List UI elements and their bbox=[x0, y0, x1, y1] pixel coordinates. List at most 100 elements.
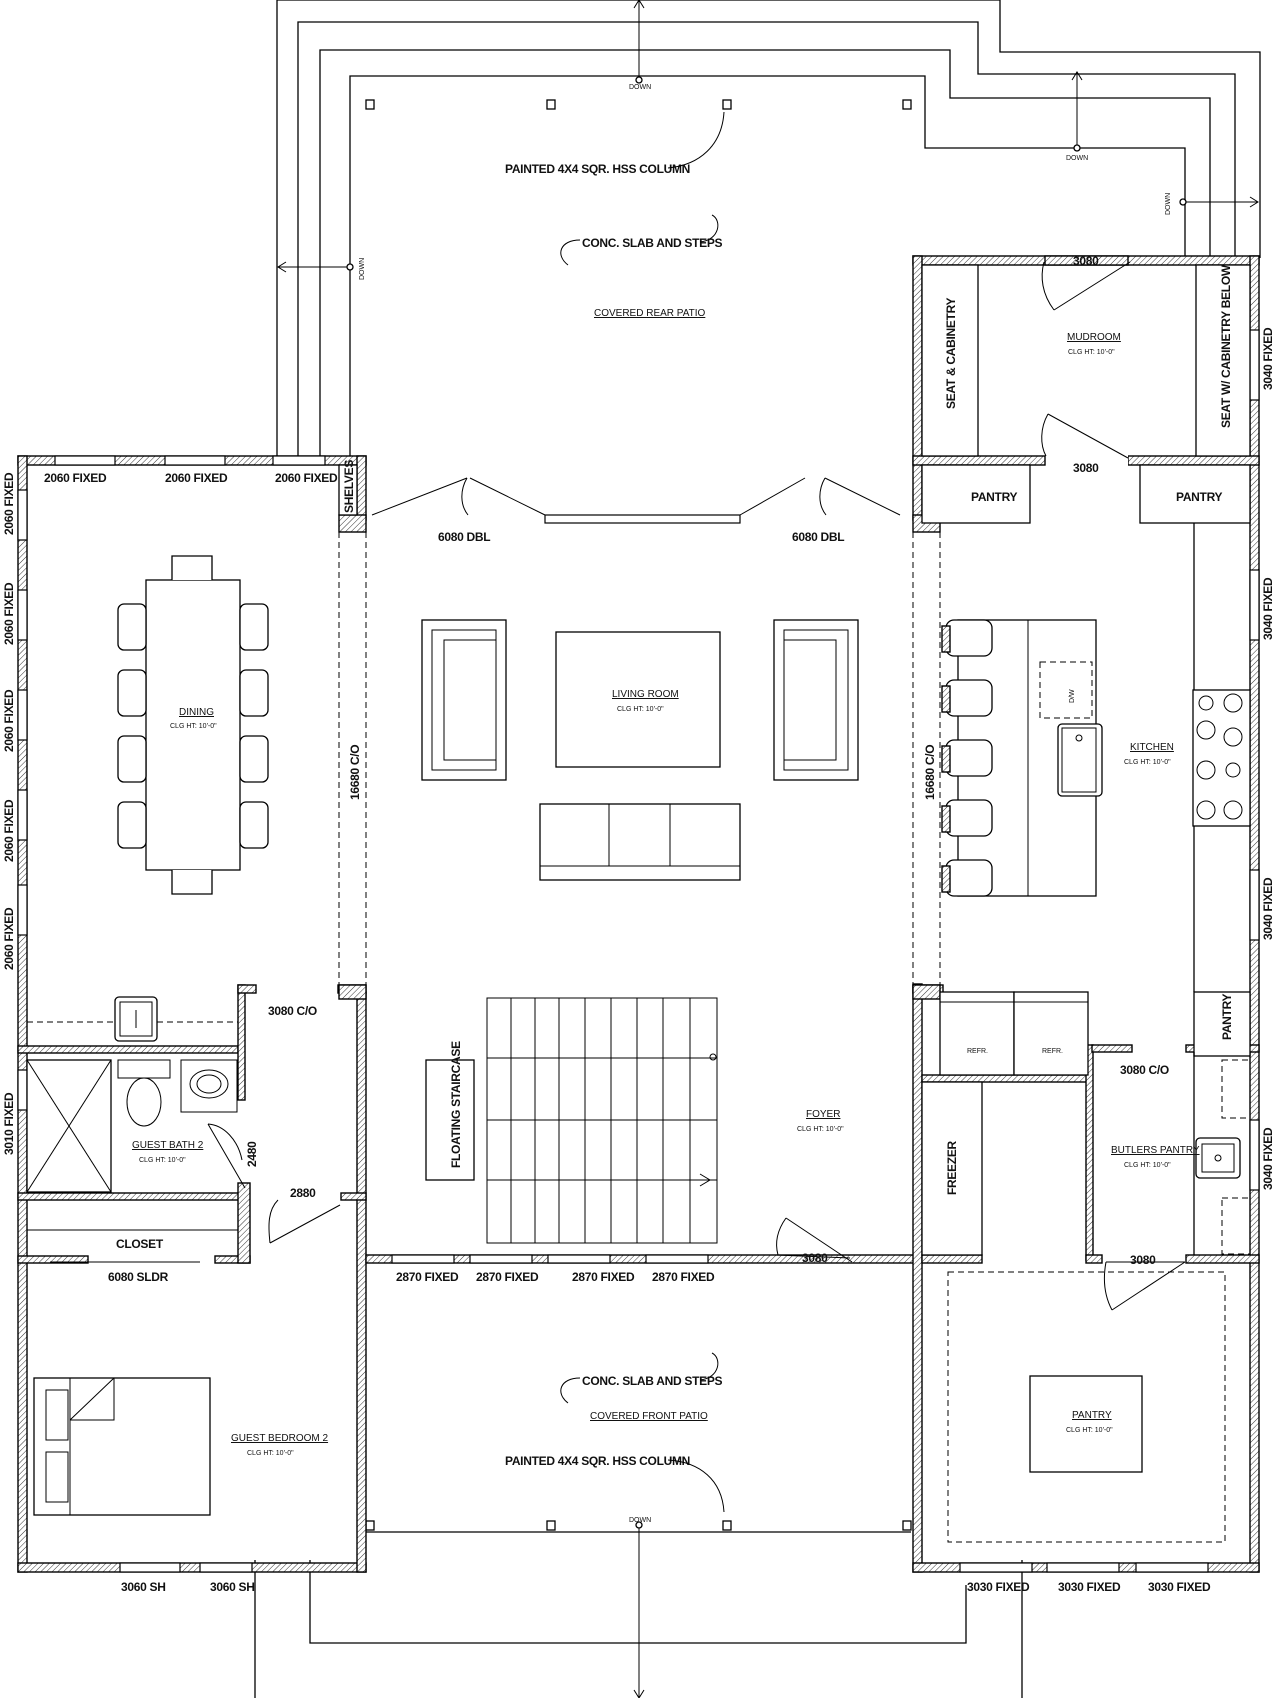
dim-front-window-4: 2870 FIXED bbox=[652, 1270, 715, 1284]
svg-text:DOWN: DOWN bbox=[1066, 155, 1088, 162]
room-butlers-pantry: BUTLERS PANTRY bbox=[1111, 1145, 1200, 1156]
front-door-swing bbox=[776, 1217, 787, 1256]
dim-bedroom-door: 2880 bbox=[290, 1186, 316, 1200]
closet-label: CLOSET bbox=[116, 1237, 164, 1251]
window-row-dining-top bbox=[54, 455, 326, 466]
freezer-label: FREEZER bbox=[945, 1140, 959, 1195]
dim-left-window-4: 2060 FIXED bbox=[2, 799, 16, 862]
slab-leader-rear-l bbox=[560, 239, 581, 266]
dim-front-window-3: 2870 FIXED bbox=[572, 1270, 635, 1284]
dim-pantry-window-1: 3030 FIXED bbox=[967, 1580, 1030, 1594]
refrigerators bbox=[939, 991, 1089, 1076]
dim-mudroom-door-top: 3080 bbox=[1073, 254, 1099, 268]
butlers-door-leaf bbox=[1111, 1261, 1186, 1311]
dim-window-kitchen-2: 3040 FIXED bbox=[1261, 877, 1275, 940]
pantry-dashed-shelf bbox=[947, 1271, 1226, 1543]
dim-cased-right: 16680 C/O bbox=[923, 745, 937, 800]
svg-text:DOWN: DOWN bbox=[1165, 193, 1172, 215]
dim-left-window-6: 3010 FIXED bbox=[2, 1092, 16, 1155]
staircase-label: FLOATING STAIRCASE bbox=[449, 1041, 463, 1168]
guest-bath-fixtures bbox=[26, 996, 341, 1244]
room-guest-bath: GUEST BATH 2 bbox=[132, 1140, 204, 1151]
dim-front-window-2: 2870 FIXED bbox=[476, 1270, 539, 1284]
dim-bath-door: 2480 bbox=[245, 1141, 259, 1167]
svg-text:DOWN: DOWN bbox=[629, 1517, 651, 1524]
dim-dining-window-3: 2060 FIXED bbox=[275, 471, 338, 485]
front-steps bbox=[254, 1560, 1023, 1698]
down-arrow-rear-east: DOWN bbox=[1165, 193, 1259, 215]
dim-cased-left: 16680 C/O bbox=[348, 745, 362, 800]
interior-walls bbox=[17, 455, 1260, 1264]
window-row-left bbox=[17, 489, 28, 1111]
dim-bedroom-window-2: 3060 SH bbox=[210, 1580, 255, 1594]
dim-pantry-window-3: 3030 FIXED bbox=[1148, 1580, 1211, 1594]
dim-left-window-5: 2060 FIXED bbox=[2, 907, 16, 970]
svg-text:DOWN: DOWN bbox=[629, 84, 651, 91]
down-arrow-rear-west: DOWN bbox=[277, 258, 366, 280]
butlers-pantry-fixtures bbox=[921, 1059, 1251, 1256]
room-dining: DINING bbox=[179, 707, 214, 718]
window-row-bottom bbox=[119, 1562, 1209, 1573]
refr-label-1: REFR. bbox=[967, 1048, 988, 1055]
dim-left-window-2: 2060 FIXED bbox=[2, 582, 16, 645]
pantry-island bbox=[1029, 1375, 1143, 1473]
refr-label-2: REFR. bbox=[1042, 1048, 1063, 1055]
guest-bed bbox=[33, 1377, 211, 1516]
room-mudroom: MUDROOM bbox=[1067, 332, 1121, 343]
foyer-clg: CLG HT: 10'-0" bbox=[797, 1126, 844, 1133]
butlers-door-swing bbox=[1103, 1261, 1113, 1311]
kitchen-island bbox=[941, 619, 1103, 897]
shelves-box bbox=[338, 464, 358, 516]
slab-note-rear: CONC. SLAB AND STEPS bbox=[582, 236, 723, 250]
rear-columns bbox=[365, 99, 912, 110]
slab-leader-front-l bbox=[560, 1377, 581, 1404]
column-note-rear: PAINTED 4X4 SQR. HSS COLUMN bbox=[505, 162, 690, 176]
room-foyer: FOYER bbox=[806, 1109, 840, 1120]
guest-bedroom-clg: CLG HT: 10'-0" bbox=[247, 1450, 294, 1457]
dining-clg: CLG HT: 10'-0" bbox=[170, 723, 217, 730]
guest-bath-clg: CLG HT: 10'-0" bbox=[139, 1157, 186, 1164]
room-guest-bedroom: GUEST BEDROOM 2 bbox=[231, 1433, 328, 1444]
room-living: LIVING ROOM bbox=[612, 689, 679, 700]
dim-bath-co: 3080 C/O bbox=[268, 1004, 317, 1018]
dim-closet-slider: 6080 SLDR bbox=[108, 1270, 169, 1284]
dining-table bbox=[117, 555, 269, 895]
dim-window-kitchen-1: 3040 FIXED bbox=[1261, 577, 1275, 640]
dim-dining-window-2: 2060 FIXED bbox=[165, 471, 228, 485]
dim-window-butlers: 3040 FIXED bbox=[1261, 1127, 1275, 1190]
dim-butlers-co: 3080 C/O bbox=[1120, 1063, 1169, 1077]
dim-6080-right: 6080 DBL bbox=[792, 530, 844, 544]
room-covered-rear-patio: COVERED REAR PATIO bbox=[594, 308, 706, 319]
dim-left-window-1: 2060 FIXED bbox=[2, 472, 16, 535]
butlers-clg: CLG HT: 10'-0" bbox=[1124, 1162, 1171, 1169]
column-leader-front bbox=[667, 1459, 725, 1513]
dishwasher-label: D/W bbox=[1069, 689, 1076, 703]
seat-below-label: SEAT W/ CABINETRY BELOW bbox=[1219, 264, 1233, 428]
dim-front-door: 3080 bbox=[802, 1251, 828, 1265]
dim-window-mudroom: 3040 FIXED bbox=[1261, 327, 1275, 390]
rear-steps bbox=[276, 0, 1261, 460]
dim-front-window-1: 2870 FIXED bbox=[396, 1270, 459, 1284]
dim-left-window-3: 2060 FIXED bbox=[2, 689, 16, 752]
room-kitchen: KITCHEN bbox=[1130, 742, 1174, 753]
front-door-opening bbox=[775, 1254, 851, 1259]
staircase bbox=[425, 997, 718, 1244]
window-row-front bbox=[391, 1254, 709, 1264]
pantry-label-left: PANTRY bbox=[971, 490, 1017, 504]
kitchen-clg: CLG HT: 10'-0" bbox=[1124, 759, 1171, 766]
svg-text:DOWN: DOWN bbox=[359, 258, 366, 280]
pantry-label-right: PANTRY bbox=[1176, 490, 1222, 504]
living-furniture bbox=[421, 619, 859, 881]
shelves-label: SHELVES bbox=[342, 460, 356, 513]
mudroom-furniture bbox=[921, 255, 1251, 1255]
living-rear-wall bbox=[371, 477, 901, 524]
room-covered-front-patio: COVERED FRONT PATIO bbox=[590, 1411, 708, 1422]
seat-cabinetry-label: SEAT & CABINETRY bbox=[944, 297, 958, 409]
dim-butlers-door: 3080 bbox=[1130, 1253, 1156, 1267]
pantry-clg: CLG HT: 10'-0" bbox=[1066, 1427, 1113, 1434]
dim-pantry-window-2: 3030 FIXED bbox=[1058, 1580, 1121, 1594]
mudroom-clg: CLG HT: 10'-0" bbox=[1068, 349, 1115, 356]
front-door-leaf bbox=[785, 1217, 853, 1263]
column-note-front: PAINTED 4X4 SQR. HSS COLUMN bbox=[505, 1454, 690, 1468]
